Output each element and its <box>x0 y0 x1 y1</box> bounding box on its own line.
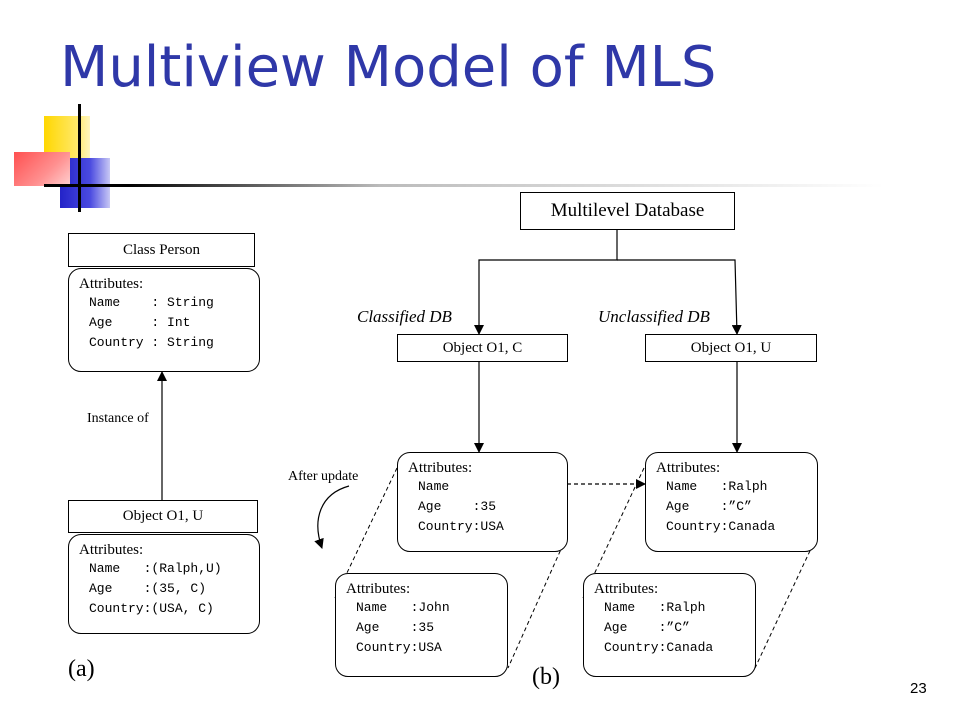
object-attributes-box-a: Attributes: Name :(Ralph,U) Age :(35, C)… <box>68 534 260 634</box>
page-number: 23 <box>910 680 927 697</box>
part-b-marker: (b) <box>532 664 560 690</box>
classified-updated-box: Attributes: Name :John Age :35 Country:U… <box>335 573 508 677</box>
classified-attributes-box: Attributes: Name Age :35 Country:USA <box>397 452 568 552</box>
unclassified-updated-row: Age :”C” <box>604 620 690 635</box>
class-attributes-heading: Attributes: <box>79 276 144 292</box>
classified-attribute-row: Name <box>418 479 450 494</box>
classified-updated-row: Age :35 <box>356 620 435 635</box>
class-person-box: Class Person <box>68 233 255 267</box>
unclassified-updated-row: Country:Canada <box>604 640 714 655</box>
unclassified-updated-row: Name :Ralph <box>604 600 706 615</box>
instance-of-label: Instance of <box>87 411 149 426</box>
unclassified-updated-box: Attributes: Name :Ralph Age :”C” Country… <box>583 573 756 677</box>
multilevel-database-box: Multilevel Database <box>520 192 735 230</box>
classified-updated-row: Country:USA <box>356 640 442 655</box>
classified-db-label: Classified DB <box>357 307 452 326</box>
classified-attribute-row: Country:USA <box>418 519 504 534</box>
class-attribute-row: Name : String <box>89 295 214 310</box>
classified-updated-heading: Attributes: <box>346 581 411 597</box>
class-attribute-row: Age : Int <box>89 315 191 330</box>
after-update-label: After update <box>288 469 359 484</box>
unclassified-db-label: Unclassified DB <box>598 307 710 326</box>
object-attributes-heading: Attributes: <box>79 542 144 558</box>
class-attribute-row: Country : String <box>89 335 214 350</box>
unclassified-attribute-row: Country:Canada <box>666 519 776 534</box>
object-o1-u-box-b: Object O1, U <box>645 334 817 362</box>
unclassified-attributes-heading: Attributes: <box>656 460 721 476</box>
unclassified-attribute-row: Age :”C” <box>666 499 752 514</box>
page-title: Multiview Model of MLS <box>60 35 717 100</box>
unclassified-updated-heading: Attributes: <box>594 581 659 597</box>
classified-attributes-heading: Attributes: <box>408 460 473 476</box>
classified-updated-row: Name :John <box>356 600 450 615</box>
object-attribute-row: Age :(35, C) <box>89 581 207 596</box>
object-attribute-row: Country:(USA, C) <box>89 601 214 616</box>
class-attributes-box: Attributes: Name : String Age : Int Coun… <box>68 268 260 372</box>
decorative-logo <box>0 100 884 220</box>
part-a-marker: (a) <box>68 656 95 682</box>
classified-attribute-row: Age :35 <box>418 499 497 514</box>
object-o1-c-box: Object O1, C <box>397 334 568 362</box>
unclassified-attributes-box: Attributes: Name :Ralph Age :”C” Country… <box>645 452 818 552</box>
unclassified-attribute-row: Name :Ralph <box>666 479 768 494</box>
object-attribute-row: Name :(Ralph,U) <box>89 561 222 576</box>
object-o1-u-box-a: Object O1, U <box>68 500 258 533</box>
